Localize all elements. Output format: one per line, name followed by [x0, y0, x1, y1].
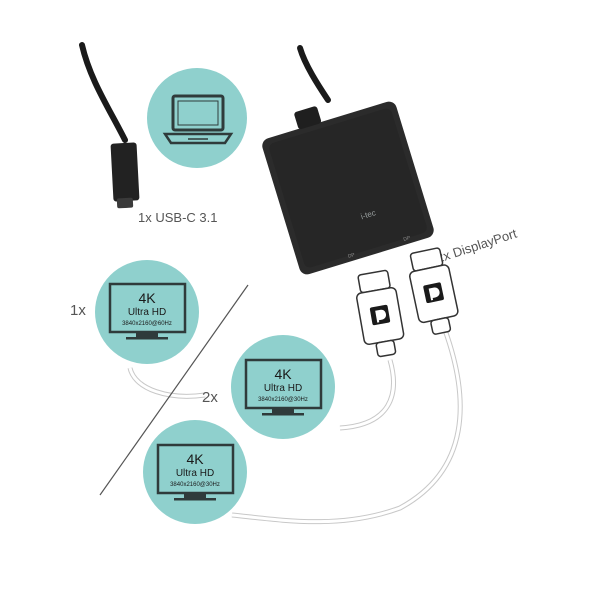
displayport-logo-icon [369, 304, 391, 326]
monitor-icon [156, 443, 235, 501]
adapter-input-cable [297, 45, 331, 103]
monitor-bottom-title: Ultra HD [176, 468, 214, 479]
port-label-left: DP [347, 252, 356, 260]
monitor-icon [244, 358, 323, 416]
monitor-icon [108, 282, 187, 340]
single-monitor-count: 1x [70, 302, 86, 319]
monitor-circle-bottom: 4K Ultra HD 3840x2160@30Hz [143, 420, 247, 524]
divider-line [99, 284, 249, 496]
displayport-plug-1 [356, 269, 405, 358]
displayport-logo-icon [423, 282, 444, 304]
brand-logo: i-tec [360, 208, 377, 221]
monitor-middle-title: Ultra HD [264, 383, 302, 394]
displayport-plug-2 [409, 247, 459, 335]
monitor-circle-middle: 4K Ultra HD 3840x2160@30Hz [231, 335, 335, 439]
port-label-right: DP [403, 235, 412, 243]
monitor-bottom-spec: 3840x2160@30Hz [170, 482, 220, 488]
dp-cables [127, 329, 463, 525]
usb-c-label: 1x USB-C 3.1 [138, 210, 217, 225]
monitor-circle-top: 4K Ultra HD 3840x2160@60Hz [95, 260, 199, 364]
monitor-middle-headline: 4K [274, 366, 292, 382]
monitor-top-spec: 3840x2160@60Hz [122, 321, 172, 327]
monitor-bottom-headline: 4K [186, 451, 204, 467]
adapter-body: i-tec DP DP [262, 101, 434, 275]
usb-c-cable [79, 42, 140, 209]
laptop-circle [147, 68, 247, 168]
monitor-top-headline: 4K [138, 290, 156, 306]
dual-monitor-count: 2x [202, 389, 218, 406]
monitor-middle-spec: 3840x2160@30Hz [258, 397, 308, 403]
monitor-top-title: Ultra HD [128, 307, 166, 318]
displayport-label: 2x DisplayPort [434, 226, 519, 266]
laptop-icon [162, 94, 234, 145]
